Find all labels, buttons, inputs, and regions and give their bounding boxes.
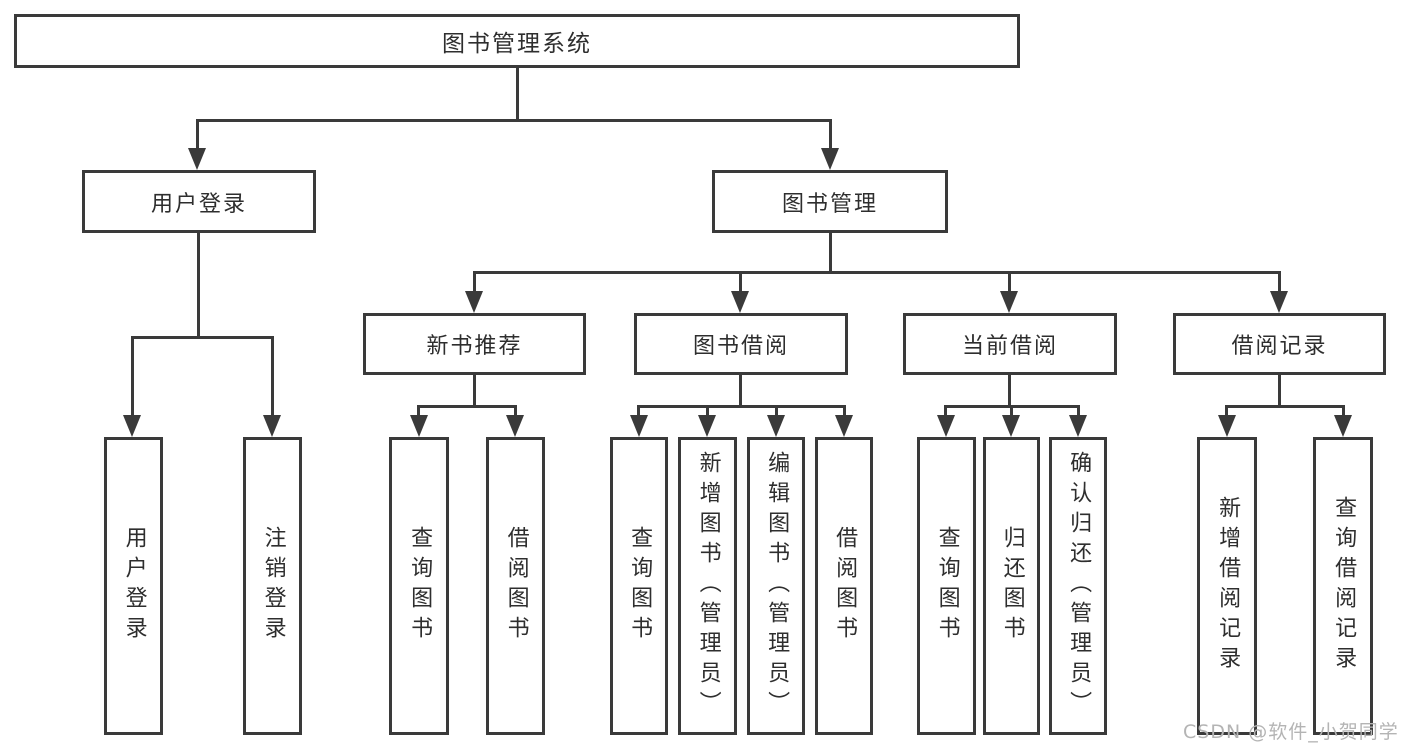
node-library-management-system: 图书管理系统	[14, 14, 1020, 68]
node-book-borrowing: 图书借阅	[634, 313, 848, 375]
node-leaf-query-borrow-record: 查询借阅记录	[1313, 437, 1373, 735]
connector-root-bar	[196, 119, 832, 122]
node-label: 确认归还（管理员）	[1066, 451, 1092, 721]
connector-stem	[1278, 271, 1281, 292]
node-label: 图书管理系统	[442, 31, 592, 57]
connector-root-left-stem	[196, 119, 199, 148]
connector-bar	[1225, 405, 1345, 408]
node-leaf-logout: 注销登录	[243, 437, 302, 735]
connector-stem	[131, 336, 134, 416]
connector-bar	[417, 405, 517, 408]
connector-user-login-bar	[131, 336, 274, 339]
node-label: 图书借阅	[692, 334, 789, 359]
connector-user-login-stub	[197, 233, 200, 339]
arrow-down-icon	[835, 415, 853, 437]
node-borrowing-records: 借阅记录	[1173, 313, 1386, 375]
node-leaf-add-borrow-record: 新增借阅记录	[1197, 437, 1257, 735]
arrow-down-icon	[821, 148, 839, 170]
connector-stem	[944, 405, 947, 416]
arrow-down-icon	[630, 415, 648, 437]
node-leaf-query-books-borrowing: 查询图书	[610, 437, 668, 735]
arrow-down-icon	[731, 291, 749, 313]
node-current-borrowing: 当前借阅	[903, 313, 1117, 375]
arrow-down-icon	[465, 291, 483, 313]
arrow-down-icon	[698, 415, 716, 437]
node-label: 查询图书	[407, 526, 433, 646]
connector-root-right-stem	[829, 119, 832, 148]
node-label: 用户登录	[150, 191, 247, 217]
arrow-down-icon	[1334, 415, 1352, 437]
node-label: 注销登录	[260, 526, 286, 646]
node-leaf-add-books-admin: 新增图书（管理员）	[678, 437, 737, 735]
connector-stem	[775, 405, 778, 416]
node-label: 用户登录	[121, 526, 147, 646]
connector-stem	[739, 271, 742, 292]
arrow-down-icon	[1218, 415, 1236, 437]
node-leaf-query-books-current: 查询图书	[917, 437, 976, 735]
node-leaf-return-books: 归还图书	[983, 437, 1040, 735]
node-label: 查询图书	[627, 526, 653, 646]
arrow-down-icon	[767, 415, 785, 437]
connector-stem	[1342, 405, 1345, 416]
node-label: 查询图书	[934, 526, 960, 646]
connector-book-mgmt-stub	[829, 233, 832, 274]
node-user-login: 用户登录	[82, 170, 316, 233]
connector-stub	[473, 375, 476, 408]
connector-stem	[843, 405, 846, 416]
node-leaf-confirm-return-admin: 确认归还（管理员）	[1049, 437, 1107, 735]
node-label: 新增图书（管理员）	[695, 451, 721, 721]
connector-stem	[473, 271, 476, 292]
connector-bar	[637, 405, 846, 408]
connector-stub	[1008, 375, 1011, 408]
connector-stem	[514, 405, 517, 416]
node-label: 新书推荐	[426, 334, 523, 359]
node-leaf-borrow-books: 借阅图书	[815, 437, 873, 735]
node-label: 归还图书	[999, 526, 1025, 646]
arrow-down-icon	[188, 148, 206, 170]
connector-stem	[637, 405, 640, 416]
node-leaf-edit-books-admin: 编辑图书（管理员）	[747, 437, 805, 735]
connector-stem	[1225, 405, 1228, 416]
connector-stem	[1077, 405, 1080, 416]
connector-stub	[1278, 375, 1281, 408]
connector-book-mgmt-bar	[473, 271, 1281, 274]
connector-stem	[1010, 405, 1013, 416]
watermark: CSDN @软件_小贺同学	[1183, 721, 1399, 743]
arrow-down-icon	[506, 415, 524, 437]
arrow-down-icon	[1069, 415, 1087, 437]
arrow-down-icon	[410, 415, 428, 437]
node-label: 编辑图书（管理员）	[764, 451, 790, 721]
arrow-down-icon	[263, 415, 281, 437]
node-label: 新增借阅记录	[1215, 496, 1241, 676]
node-label: 查询借阅记录	[1331, 496, 1357, 676]
node-label: 借阅图书	[503, 526, 529, 646]
node-leaf-borrow-books-recommend: 借阅图书	[486, 437, 545, 735]
node-label: 借阅记录	[1231, 334, 1328, 359]
connector-stem	[706, 405, 709, 416]
node-new-book-recommendation: 新书推荐	[363, 313, 586, 375]
node-leaf-query-books-recommend: 查询图书	[389, 437, 449, 735]
arrow-down-icon	[1270, 291, 1288, 313]
node-leaf-user-login: 用户登录	[104, 437, 163, 735]
connector-root-stub	[516, 67, 519, 121]
arrow-down-icon	[123, 415, 141, 437]
arrow-down-icon	[1002, 415, 1020, 437]
node-label: 图书管理	[781, 191, 878, 217]
connector-stub	[739, 375, 742, 408]
arrow-down-icon	[937, 415, 955, 437]
node-book-management: 图书管理	[712, 170, 948, 233]
connector-stem	[271, 336, 274, 416]
node-label: 当前借阅	[961, 334, 1058, 359]
arrow-down-icon	[1000, 291, 1018, 313]
connector-stem	[1008, 271, 1011, 292]
connector-stem	[417, 405, 420, 416]
node-label: 借阅图书	[832, 526, 858, 646]
